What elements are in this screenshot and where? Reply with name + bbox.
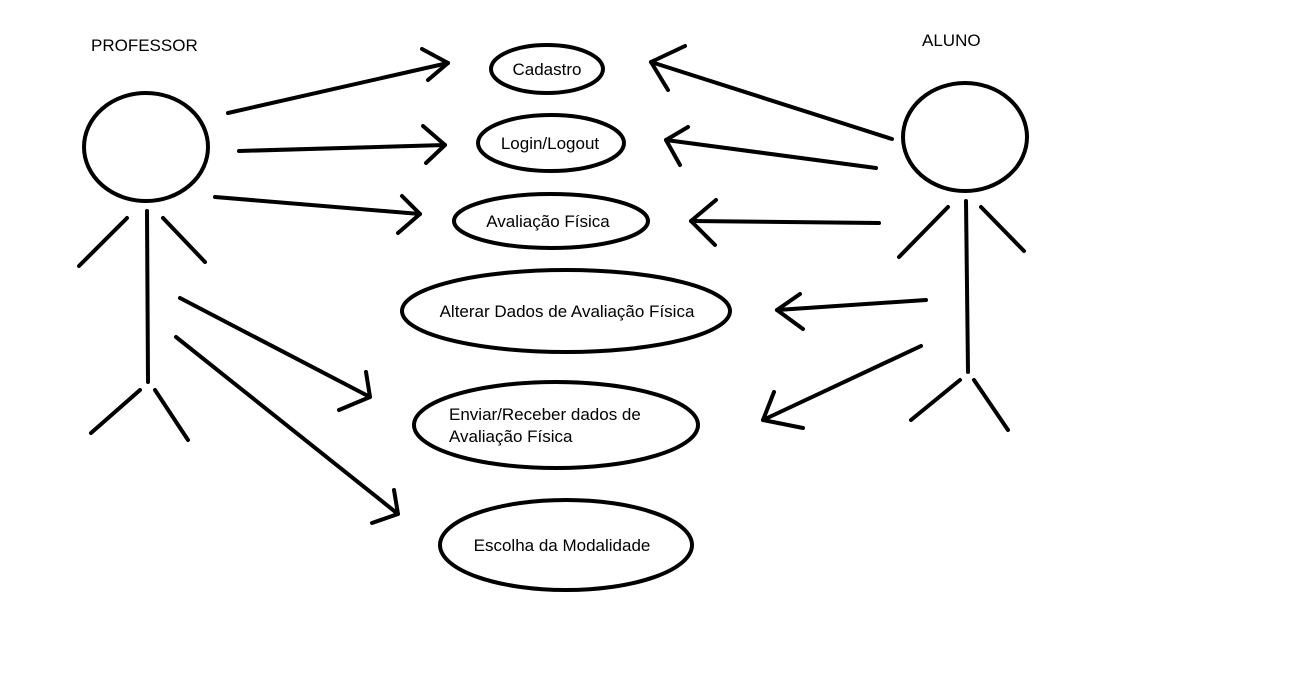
arrow-professor-modalidade (174, 335, 400, 525)
arrow-professor-enviar (178, 296, 372, 412)
aluno-left-arm (897, 205, 950, 259)
arrow-aluno-avaliacao (689, 198, 881, 247)
use-case-modalidade-label: Escolha da Modalidade (474, 536, 651, 555)
use-case-login-label: Login/Logout (501, 134, 600, 153)
arrow-professor-cadastro (226, 47, 450, 115)
professor-arrows (174, 47, 450, 525)
actor-professor: PROFESSOR (77, 36, 210, 442)
aluno-left-leg (909, 378, 962, 422)
professor-left-leg (89, 388, 142, 435)
arrow-aluno-enviar (761, 344, 923, 430)
arrow-professor-avaliacao (213, 194, 422, 235)
use-case-login: Login/Logout (476, 113, 626, 173)
actor-aluno: ALUNO (897, 31, 1029, 432)
aluno-arrows (649, 44, 928, 430)
use-case-alterar-label: Alterar Dados de Avaliação Física (440, 302, 695, 321)
aluno-right-arm (979, 205, 1026, 253)
use-case-cadastro: Cadastro (489, 43, 605, 95)
aluno-head (901, 81, 1029, 193)
use-case-avaliacao: Avaliação Física (452, 192, 650, 250)
aluno-right-leg (972, 378, 1010, 432)
arrow-aluno-login (664, 125, 878, 170)
use-case-alterar: Alterar Dados de Avaliação Física (400, 268, 732, 354)
use-case-enviar-label-line2: Avaliação Física (449, 427, 573, 446)
use-case-avaliacao-label: Avaliação Física (486, 212, 610, 231)
actor-aluno-label: ALUNO (922, 31, 981, 50)
use-case-enviar: Enviar/Receber dados de Avaliação Física (412, 380, 700, 470)
arrow-professor-login (237, 124, 447, 165)
use-case-cadastro-label: Cadastro (513, 60, 582, 79)
arrow-aluno-cadastro (649, 44, 894, 141)
professor-right-arm (161, 216, 207, 264)
arrow-aluno-alterar (775, 292, 928, 331)
professor-right-leg (153, 388, 190, 442)
use-case-modalidade: Escolha da Modalidade (438, 498, 694, 592)
professor-left-arm (77, 216, 129, 268)
professor-head (82, 91, 210, 203)
professor-body (145, 209, 150, 384)
use-case-enviar-label-line1: Enviar/Receber dados de (449, 405, 641, 424)
actor-professor-label: PROFESSOR (91, 36, 198, 55)
aluno-body (964, 199, 970, 374)
